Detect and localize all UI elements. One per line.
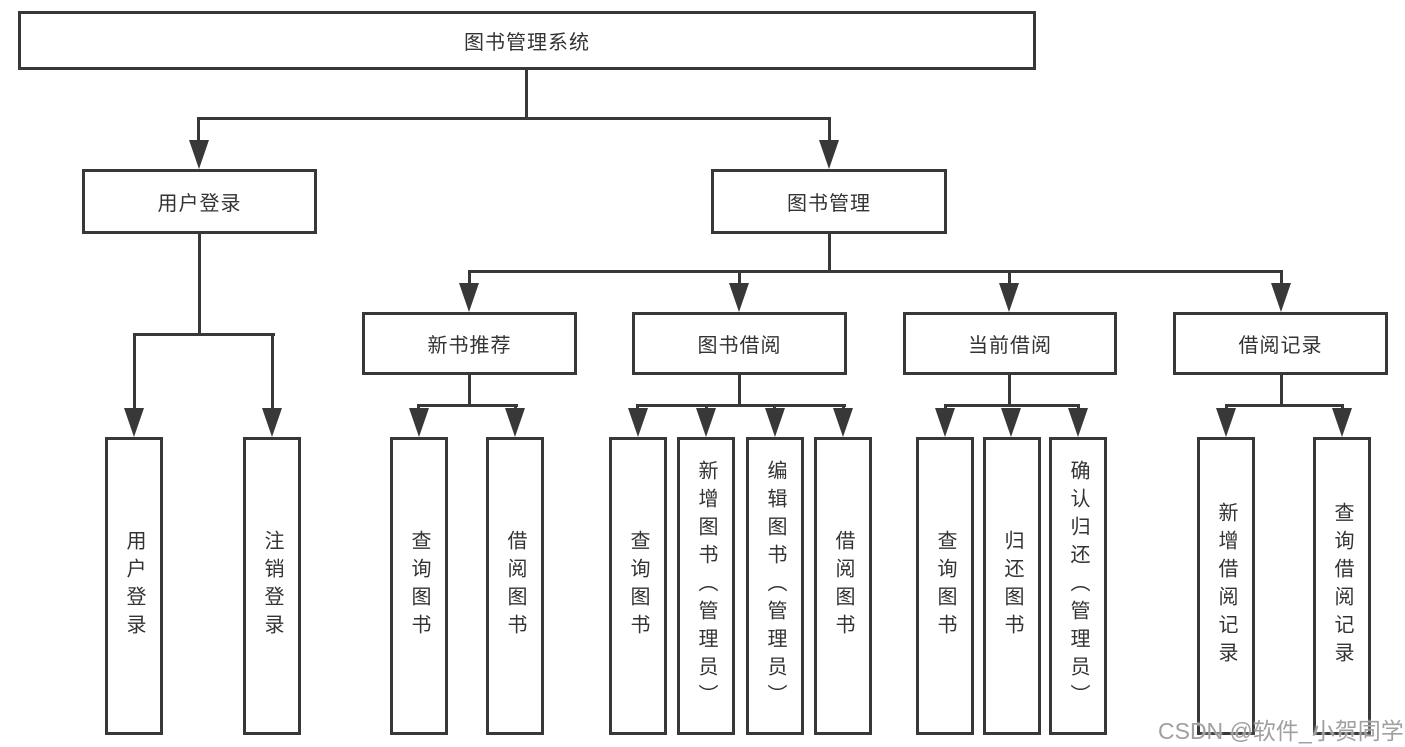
leaf-query-book-2: 查询图书 (609, 437, 667, 735)
arrowhead (262, 408, 282, 437)
leaf-label: 新增借阅记录 (1215, 502, 1237, 670)
connector-line (944, 404, 1080, 407)
connector-line (468, 270, 1283, 273)
leaf-query-book-1: 查询图书 (390, 437, 448, 735)
leaf-label: 归还图书 (1001, 530, 1023, 642)
leaf-confirm-return-admin: 确认归还（管理员） (1049, 437, 1107, 735)
node-borrow-record-label: 借阅记录 (1238, 335, 1323, 357)
leaf-borrow-book-1: 借阅图书 (486, 437, 544, 735)
connector-line (133, 333, 136, 410)
arrowhead (1001, 408, 1021, 437)
node-book-management-label: 图书管理 (787, 193, 871, 215)
node-user-login-label: 用户登录 (157, 193, 242, 215)
leaf-label: 编辑图书（管理员） (764, 460, 786, 712)
csdn-watermark: CSDN @软件_小贺同学 (1158, 718, 1404, 744)
connector-line (1008, 375, 1011, 406)
connector-line (525, 70, 528, 119)
leaf-add-book-admin: 新增图书（管理员） (677, 437, 735, 735)
node-root: 图书管理系统 (18, 11, 1036, 70)
node-new-book-recommend: 新书推荐 (362, 312, 577, 375)
node-root-label: 图书管理系统 (464, 32, 590, 54)
arrowhead (189, 140, 209, 169)
leaf-label: 确认归还（管理员） (1067, 460, 1089, 712)
connector-line (197, 117, 200, 143)
arrowhead (628, 408, 648, 437)
arrowhead (1271, 283, 1291, 312)
arrowhead (124, 408, 144, 437)
node-user-login: 用户登录 (82, 169, 317, 234)
leaf-borrow-book-2: 借阅图书 (814, 437, 872, 735)
leaf-label: 查询图书 (934, 530, 956, 642)
node-new-book-recommend-label: 新书推荐 (427, 335, 512, 357)
leaf-label: 查询借阅记录 (1331, 502, 1353, 670)
arrowhead (409, 408, 429, 437)
leaf-edit-book-admin: 编辑图书（管理员） (746, 437, 804, 735)
leaf-label: 借阅图书 (504, 530, 526, 642)
connector-line (828, 234, 831, 272)
leaf-label: 借阅图书 (832, 530, 854, 642)
leaf-return-book: 归还图书 (983, 437, 1041, 735)
leaf-label: 查询图书 (408, 530, 430, 642)
node-book-borrow-label: 图书借阅 (697, 335, 782, 357)
node-current-borrow-label: 当前借阅 (968, 335, 1052, 357)
leaf-label: 新增图书（管理员） (695, 460, 717, 712)
leaf-query-book-3: 查询图书 (916, 437, 974, 735)
connector-line (1225, 404, 1344, 407)
arrowhead (1216, 408, 1236, 437)
connector-line (197, 117, 831, 120)
leaf-query-borrow-record: 查询借阅记录 (1313, 437, 1371, 735)
arrowhead (1068, 408, 1088, 437)
connector-line (828, 117, 831, 143)
arrowhead (819, 140, 839, 169)
connector-line (1008, 270, 1011, 286)
connector-line (468, 270, 471, 286)
node-book-borrow: 图书借阅 (632, 312, 847, 375)
leaf-label: 用户登录 (123, 530, 145, 642)
arrowhead (696, 408, 716, 437)
connector-line (417, 404, 518, 407)
leaf-logout: 注销登录 (243, 437, 301, 735)
connector-line (738, 270, 741, 286)
connector-line (133, 333, 275, 336)
arrowhead (765, 408, 785, 437)
node-current-borrow: 当前借阅 (903, 312, 1117, 375)
leaf-add-borrow-record: 新增借阅记录 (1197, 437, 1255, 735)
leaf-label: 注销登录 (261, 530, 283, 642)
arrowhead (833, 408, 853, 437)
connector-line (468, 375, 471, 406)
connector-line (198, 233, 201, 336)
connector-line (1280, 375, 1283, 406)
arrowhead (1332, 408, 1352, 437)
arrowhead (459, 283, 479, 312)
connector-line (738, 375, 741, 406)
leaf-label: 查询图书 (627, 530, 649, 642)
node-book-management: 图书管理 (711, 169, 947, 234)
arrowhead (505, 408, 525, 437)
node-borrow-record: 借阅记录 (1173, 312, 1388, 375)
leaf-user-login: 用户登录 (105, 437, 163, 735)
connector-line (636, 404, 846, 407)
connector-line (1280, 270, 1283, 286)
arrowhead (729, 283, 749, 312)
arrowhead (935, 408, 955, 437)
connector-line (271, 333, 274, 410)
arrowhead (999, 283, 1019, 312)
